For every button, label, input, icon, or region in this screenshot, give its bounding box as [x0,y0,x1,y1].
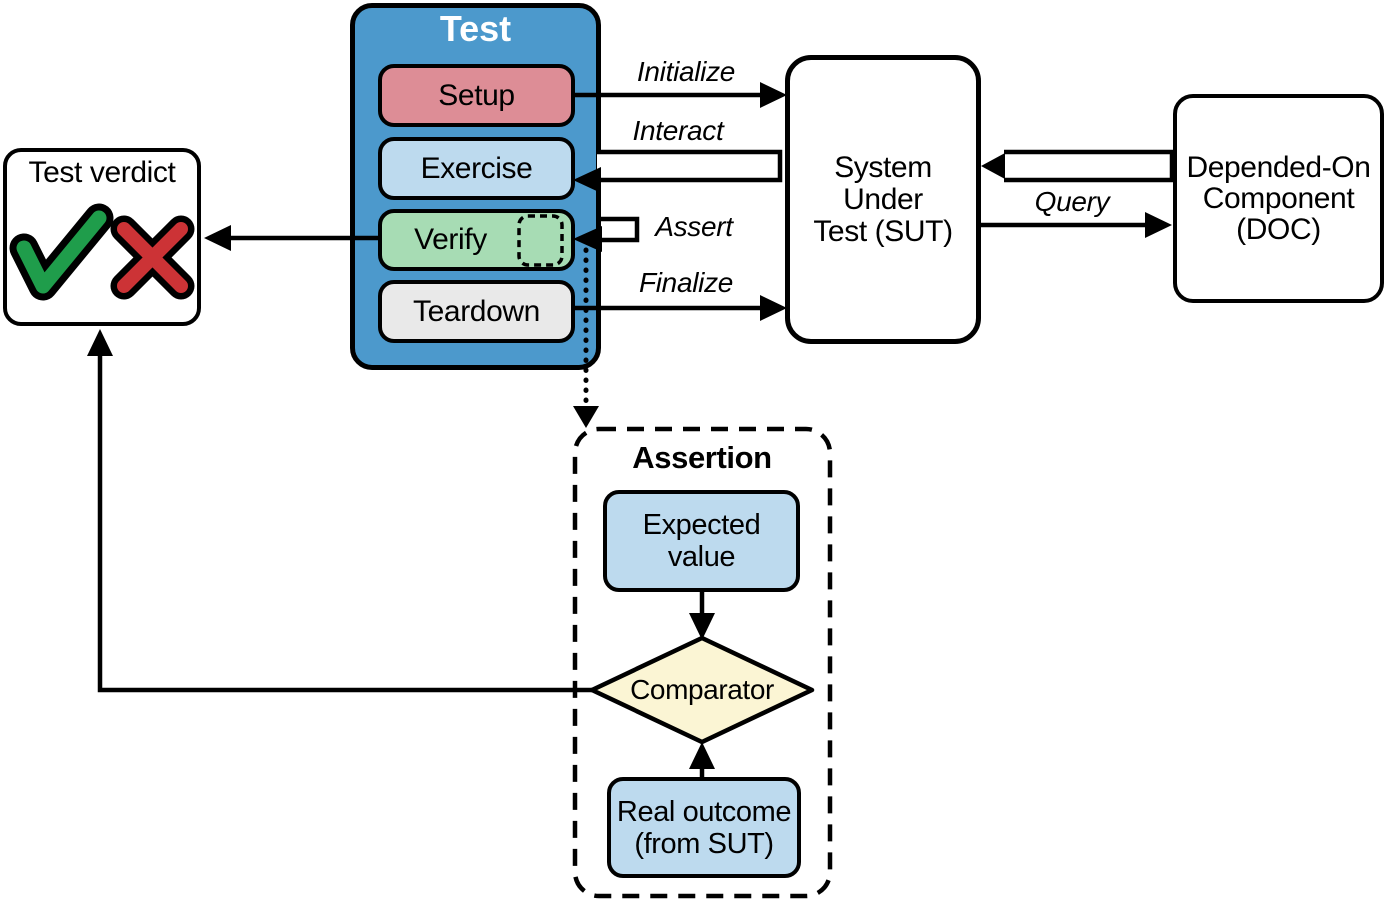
teardown-phase-box: Teardown [378,280,575,343]
real-outcome-box: Real outcome (from SUT) [607,777,801,878]
system-under-test-box: System Under Test (SUT) [785,55,981,344]
doc-label-line: (DOC) [1236,213,1321,246]
assert-arrow-label: Assert [655,211,733,242]
interact-arrow [573,149,783,193]
real-to-comparator-arrow [689,742,715,777]
comparator-label: Comparator [630,674,774,705]
initialize-arrow-label: Initialize [636,56,736,87]
real-outcome-line: Real outcome [616,795,792,828]
teardown-label: Teardown [413,294,540,328]
expected-value-line: value [667,541,736,573]
expected-value-box: Expected value [603,490,800,592]
doc-return-arrow [981,149,1175,183]
exercise-label: Exercise [420,151,533,185]
test-verdict-title: Test verdict [28,156,176,189]
test-title: Test [439,8,512,49]
exercise-phase-box: Exercise [378,137,575,200]
expected-to-comparator-arrow [689,592,715,640]
finalize-arrow-label: Finalize [638,267,734,298]
verify-phase-box: Verify [378,209,575,271]
real-outcome-line: (from SUT) [634,827,774,860]
sut-label-line: Test (SUT) [813,214,953,248]
query-arrow-label: Query [1034,186,1110,217]
depended-on-component-box: Depended-On Component (DOC) [1173,94,1384,303]
comparator-to-verdict-arrow [87,329,592,693]
sut-label-line: Under [843,182,923,216]
doc-label-line: Component [1202,182,1355,215]
doc-label-line: Depended-On [1186,151,1371,184]
verify-label: Verify [414,223,487,256]
interact-arrow-label: Interact [632,115,724,146]
setup-phase-box: Setup [378,64,575,127]
sut-label-line: System [834,150,932,184]
expected-value-line: Expected [642,509,761,541]
setup-label: Setup [438,78,515,112]
assertion-title: Assertion [632,440,772,475]
